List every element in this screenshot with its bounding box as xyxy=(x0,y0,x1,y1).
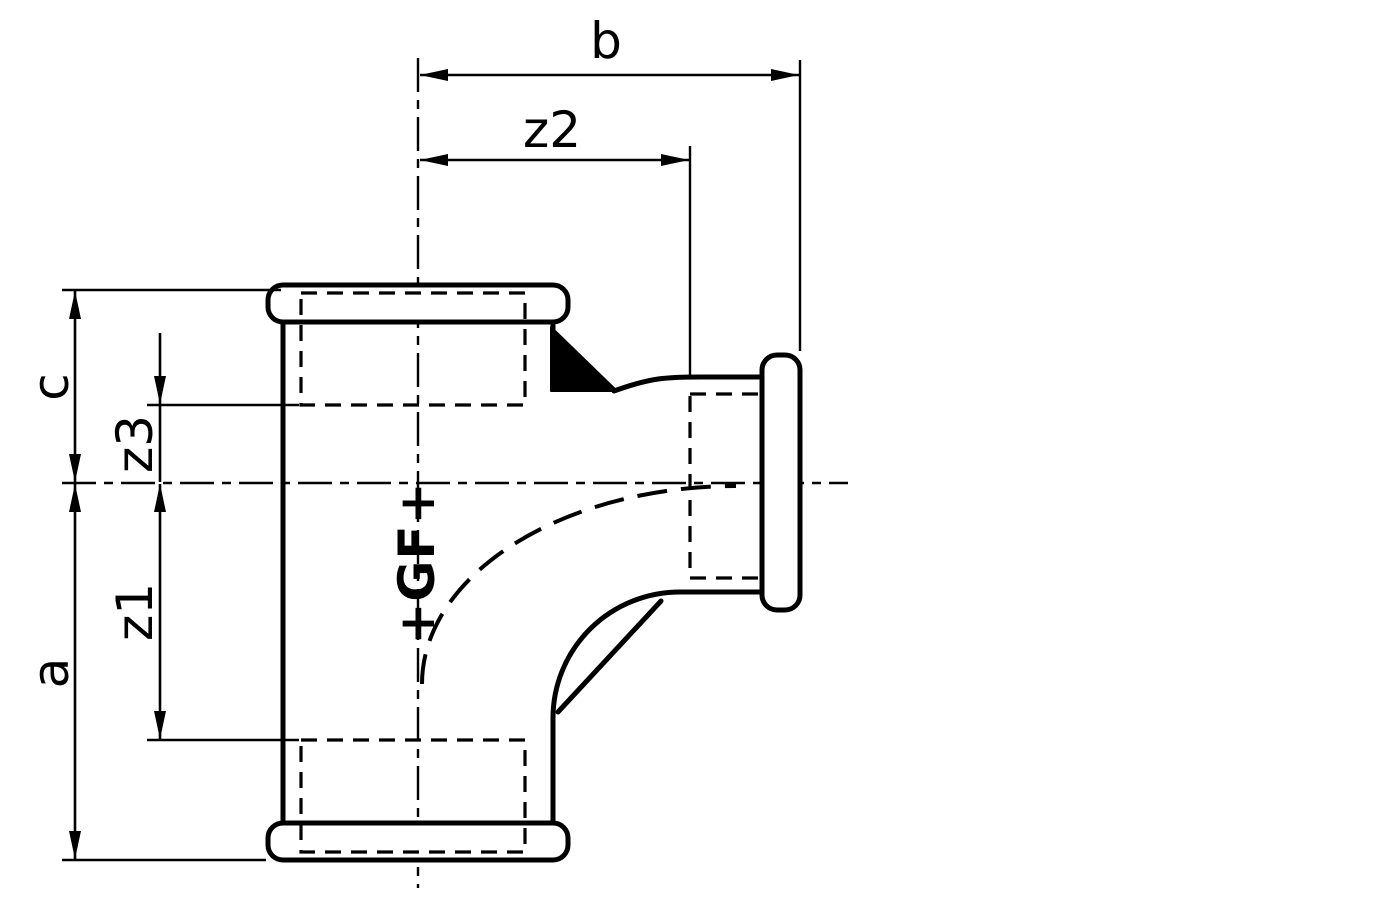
dimension-label-z3: z3 xyxy=(106,415,164,473)
arrowhead-z1-top xyxy=(154,484,166,512)
dimension-label-z2: z2 xyxy=(523,101,581,159)
right-socket-thread xyxy=(688,392,764,580)
arrowhead-right xyxy=(661,154,689,166)
branch-bottom-fillet-arc xyxy=(550,589,683,721)
arrowhead-z3 xyxy=(154,376,166,404)
top-socket-band xyxy=(265,282,571,325)
inner-bore-curve xyxy=(420,484,737,685)
fitting-outline xyxy=(265,282,803,863)
arrowhead-left xyxy=(420,154,448,166)
arrowhead-left xyxy=(420,69,448,81)
dimension-b: b xyxy=(420,12,802,351)
right-socket-band xyxy=(759,352,803,613)
top-junction-web xyxy=(550,326,618,392)
bottom-socket-band xyxy=(265,820,571,863)
bottom-junction-chamfer xyxy=(555,598,664,715)
dimension-z3-z1: z3 z1 xyxy=(106,333,299,742)
centerlines xyxy=(62,58,848,888)
thread-lines xyxy=(299,291,764,854)
dimension-label-b: b xyxy=(590,12,622,70)
dimension-z2: z2 xyxy=(420,101,692,375)
branch-top-line xyxy=(611,374,765,394)
dimension-label-c: c xyxy=(22,373,80,401)
arrowhead-top xyxy=(69,291,81,319)
brand-logo-text: +GF+ xyxy=(388,482,446,645)
dimension-c-a: c a xyxy=(22,288,281,862)
arrowhead-right xyxy=(771,69,799,81)
dimension-label-a: a xyxy=(22,658,80,689)
arrowhead-c-center xyxy=(69,454,81,482)
top-socket-thread xyxy=(299,291,527,407)
arrowhead-bottom xyxy=(69,831,81,859)
brand-logo: +GF+ xyxy=(388,482,446,645)
arrowhead-a-center xyxy=(69,484,81,512)
arrowhead-z1-bottom xyxy=(154,711,166,739)
dimension-label-z1: z1 xyxy=(106,583,164,641)
bottom-socket-thread xyxy=(299,738,527,854)
